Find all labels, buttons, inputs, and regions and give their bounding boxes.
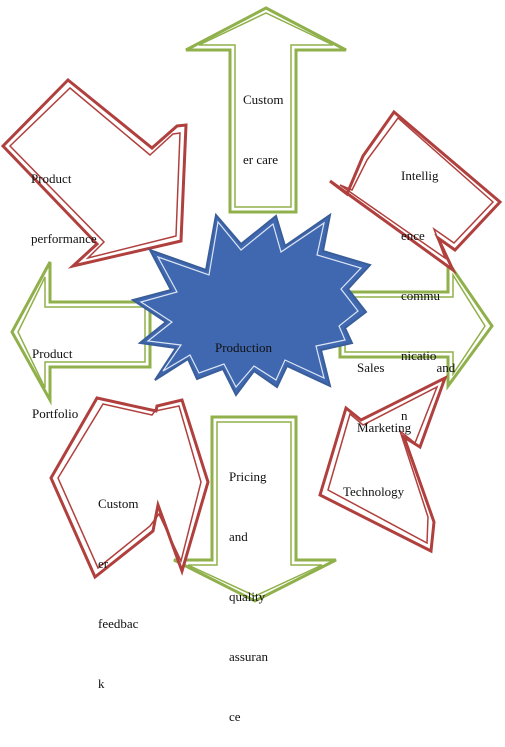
label-customer-care: Custom er care [243,50,283,190]
intelligence-line-5: n [401,408,408,423]
customer-feedback-line-1: Custom [98,496,139,511]
production-starburst [130,212,372,397]
production-starburst-inner-outline [139,220,363,389]
label-production: Production [215,298,272,378]
customer-feedback-line-4: k [98,676,105,691]
customer-care-line-2: er care [243,152,278,167]
production-label: Production [215,340,273,355]
product-performance-line-2: performance [31,231,97,246]
pricing-line-4: assuran [229,649,268,664]
arrow-customer-care [185,6,347,214]
label-pricing-quality: Pricing and quality assuran ce [229,427,268,747]
arrow-product-portfolio [10,261,152,406]
customer-feedback-line-3: feedbac [98,616,139,631]
pricing-line-3: quality [229,589,266,604]
label-sales-marketing: Sales and Marketing [357,318,455,458]
customer-feedback-line-2: er [98,556,109,571]
label-product-performance: Product performance [31,129,97,269]
arrow-technology [318,374,448,554]
label-technology: Technology [343,442,404,522]
product-performance-line-1: Product [31,171,72,186]
pricing-line-1: Pricing [229,469,267,484]
arrow-customer-feedback [49,396,210,580]
product-portfolio-line-1: Product [32,346,73,361]
product-portfolio-line-2: Portfolio [32,406,79,421]
intelligence-line-1: Intellig [401,168,439,183]
intelligence-line-3: commu [401,288,440,303]
arrow-sales-marketing [338,257,494,391]
arrow-product-performance [0,77,188,269]
label-intelligence-communication: Intellig ence commu nicatio n [401,126,440,446]
sales-marketing-line-1: Sales and [357,360,456,375]
sales-marketing-line-2: Marketing [357,420,412,435]
pricing-line-2: and [229,529,248,544]
label-product-portfolio: Product Portfolio [32,304,78,444]
production-hub-diagram [0,6,503,603]
arrow-pricing-quality [173,415,337,603]
technology-line-1: Technology [343,484,405,499]
label-customer-feedback: Custom er feedbac k [98,454,138,714]
pricing-line-5: ce [229,709,241,724]
intelligence-line-4: nicatio [401,348,437,363]
customer-care-line-1: Custom [243,92,284,107]
intelligence-line-2: ence [401,228,425,243]
arrow-intelligence-communication [329,109,503,275]
